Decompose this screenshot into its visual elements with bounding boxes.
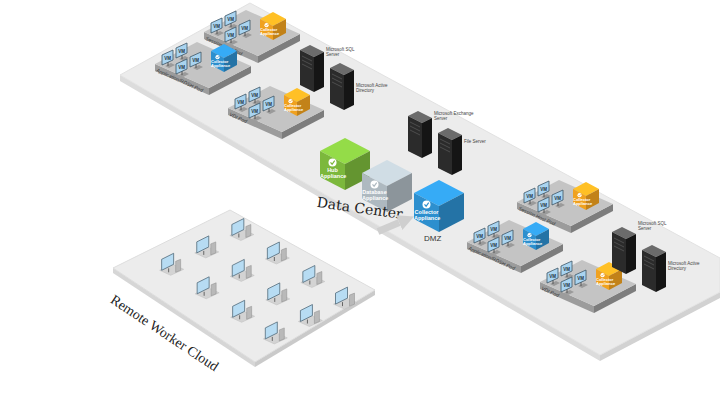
remote-worker-zone: Remote Worker Cloud bbox=[112, 208, 378, 366]
appliance-cube: Collector Appliance bbox=[260, 12, 286, 40]
appliance-cube: Collector Appliance bbox=[573, 182, 599, 210]
server-pod: Collector ApplianceApplication/RDSH Pod bbox=[465, 218, 565, 274]
server-pod-outline bbox=[226, 84, 326, 140]
appliance-cube: Collector Appliance bbox=[284, 88, 310, 116]
appliance-name: Collector Appliance bbox=[211, 60, 224, 68]
appliance-name: Collector Appliance bbox=[284, 104, 297, 112]
server-pod: Collector ApplianceApplication/RDSH Pod bbox=[153, 40, 253, 96]
appliance-name: Hub Appliance bbox=[320, 168, 345, 180]
appliance-cube: Collector Appliance bbox=[211, 44, 237, 72]
appliance-name: Collector Appliance bbox=[596, 278, 609, 286]
appliance-name: Collector Appliance bbox=[414, 210, 439, 222]
appliance-cube: Collector Appliance bbox=[414, 180, 464, 232]
appliance-cube-outline bbox=[414, 180, 464, 232]
server-pod-outline bbox=[538, 258, 638, 314]
appliance-name: Collector Appliance bbox=[260, 28, 273, 36]
remote-worker-zone-outline bbox=[112, 208, 378, 366]
appliance-name: Collector Appliance bbox=[573, 198, 586, 206]
appliance-cube: Collector Appliance bbox=[523, 222, 549, 250]
appliance-name: Collector Appliance bbox=[523, 238, 536, 246]
server-pod: Collector ApplianceVDI Pod bbox=[538, 258, 638, 314]
server-pod: Collector ApplianceVDI Pod bbox=[226, 84, 326, 140]
appliance-cube: Collector Appliance bbox=[596, 262, 622, 290]
